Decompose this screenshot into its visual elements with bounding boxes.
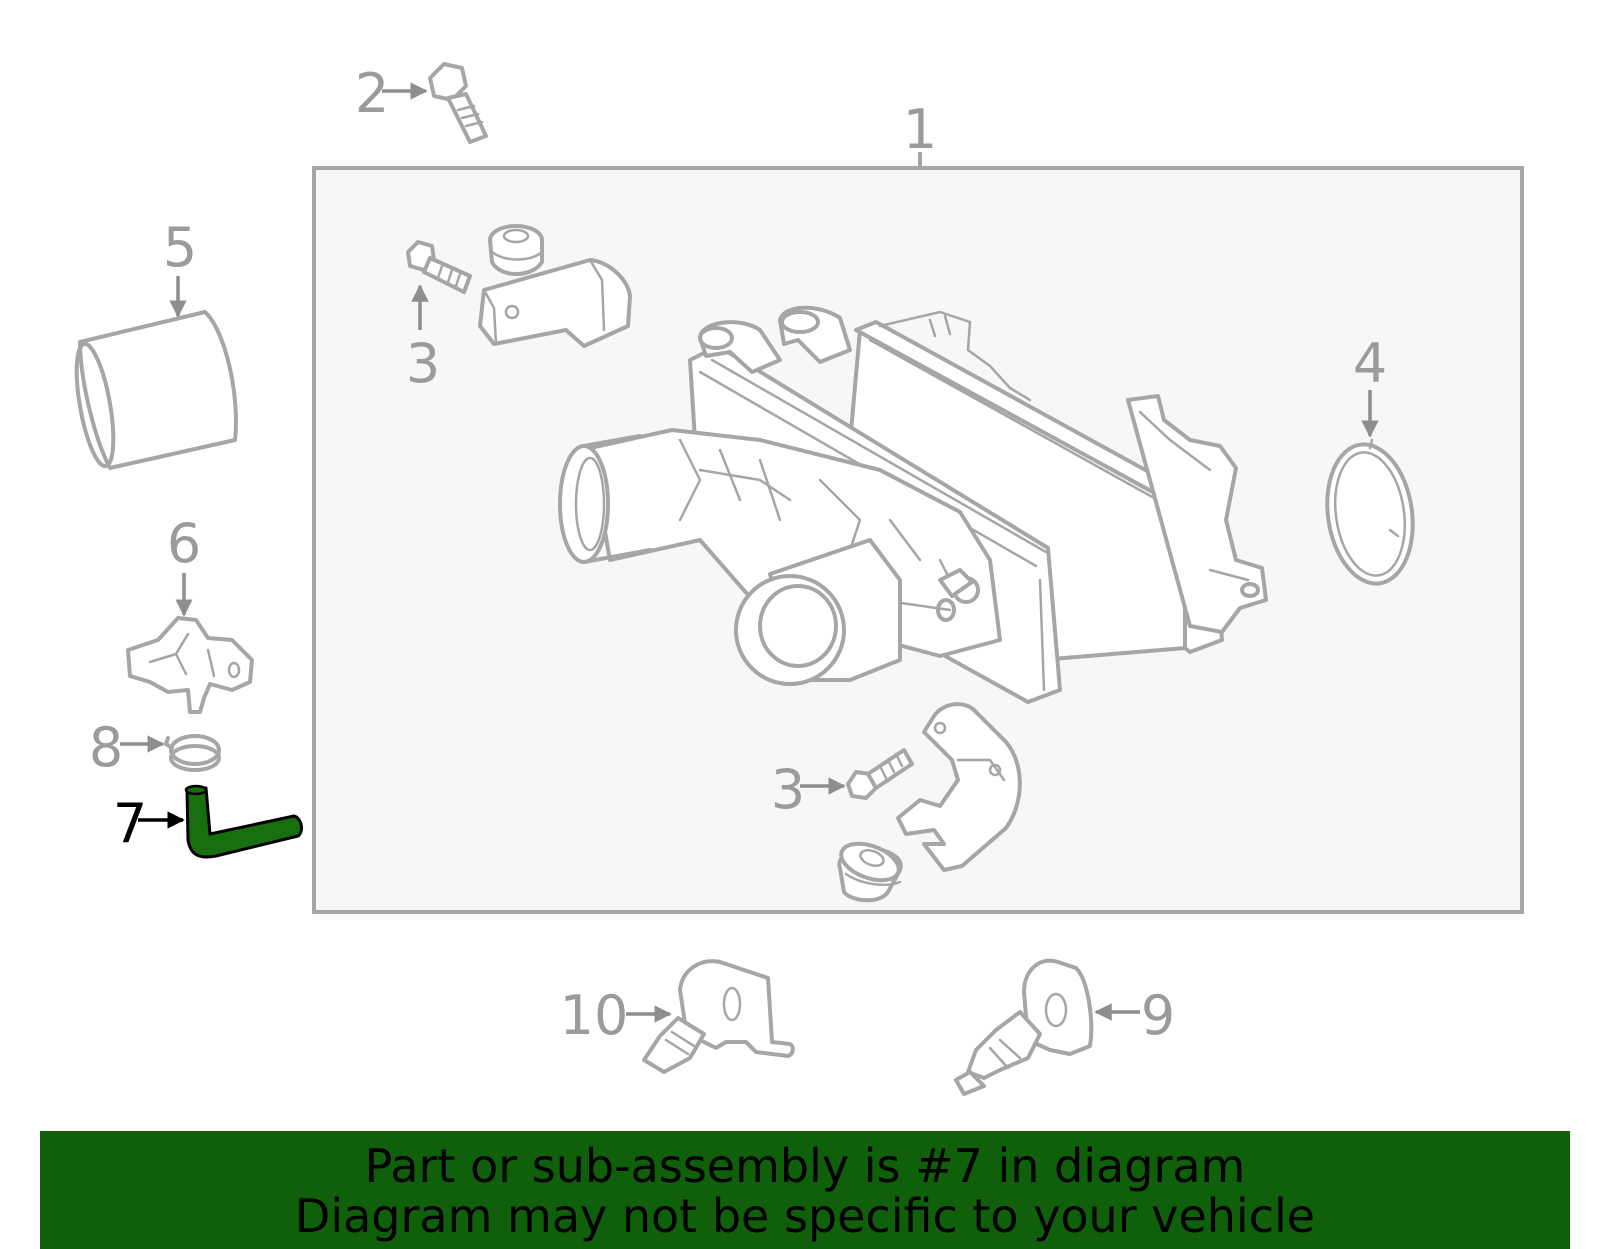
grommet-upper xyxy=(488,224,544,276)
intercooler-assembly xyxy=(558,305,1268,704)
sensor-part-9 xyxy=(954,958,1094,1096)
info-banner: Part or sub-assembly is #7 in diagram Di… xyxy=(40,1131,1570,1249)
bracket-lower xyxy=(896,702,1022,872)
banner-line-1: Part or sub-assembly is #7 in diagram xyxy=(364,1139,1246,1193)
sensor-part-10 xyxy=(642,959,795,1074)
hose-part-7 xyxy=(184,784,303,859)
bracket-part-6 xyxy=(126,616,254,714)
callout-3-lower: 3 xyxy=(771,758,805,821)
callout-3-upper: 3 xyxy=(406,332,440,395)
callout-1: 1 xyxy=(903,98,937,161)
grommet-lower xyxy=(837,841,903,903)
banner-line-2: Diagram may not be specific to your vehi… xyxy=(294,1189,1316,1243)
callout-7: 7 xyxy=(113,792,147,855)
bolt-part-2 xyxy=(428,62,488,144)
callout-8: 8 xyxy=(89,716,123,779)
callout-10: 10 xyxy=(560,984,629,1047)
clamp-part-8 xyxy=(164,734,221,772)
bracket-upper xyxy=(478,258,632,348)
callout-5: 5 xyxy=(163,216,197,279)
cover-part-5 xyxy=(74,310,238,470)
callout-6: 6 xyxy=(167,512,201,575)
bolt-part-3-lower xyxy=(846,748,914,800)
gasket-part-4 xyxy=(1325,438,1415,586)
callout-4: 4 xyxy=(1353,332,1387,395)
bolt-part-3-upper xyxy=(406,240,472,294)
callout-2: 2 xyxy=(355,62,389,125)
callout-9: 9 xyxy=(1141,984,1175,1047)
